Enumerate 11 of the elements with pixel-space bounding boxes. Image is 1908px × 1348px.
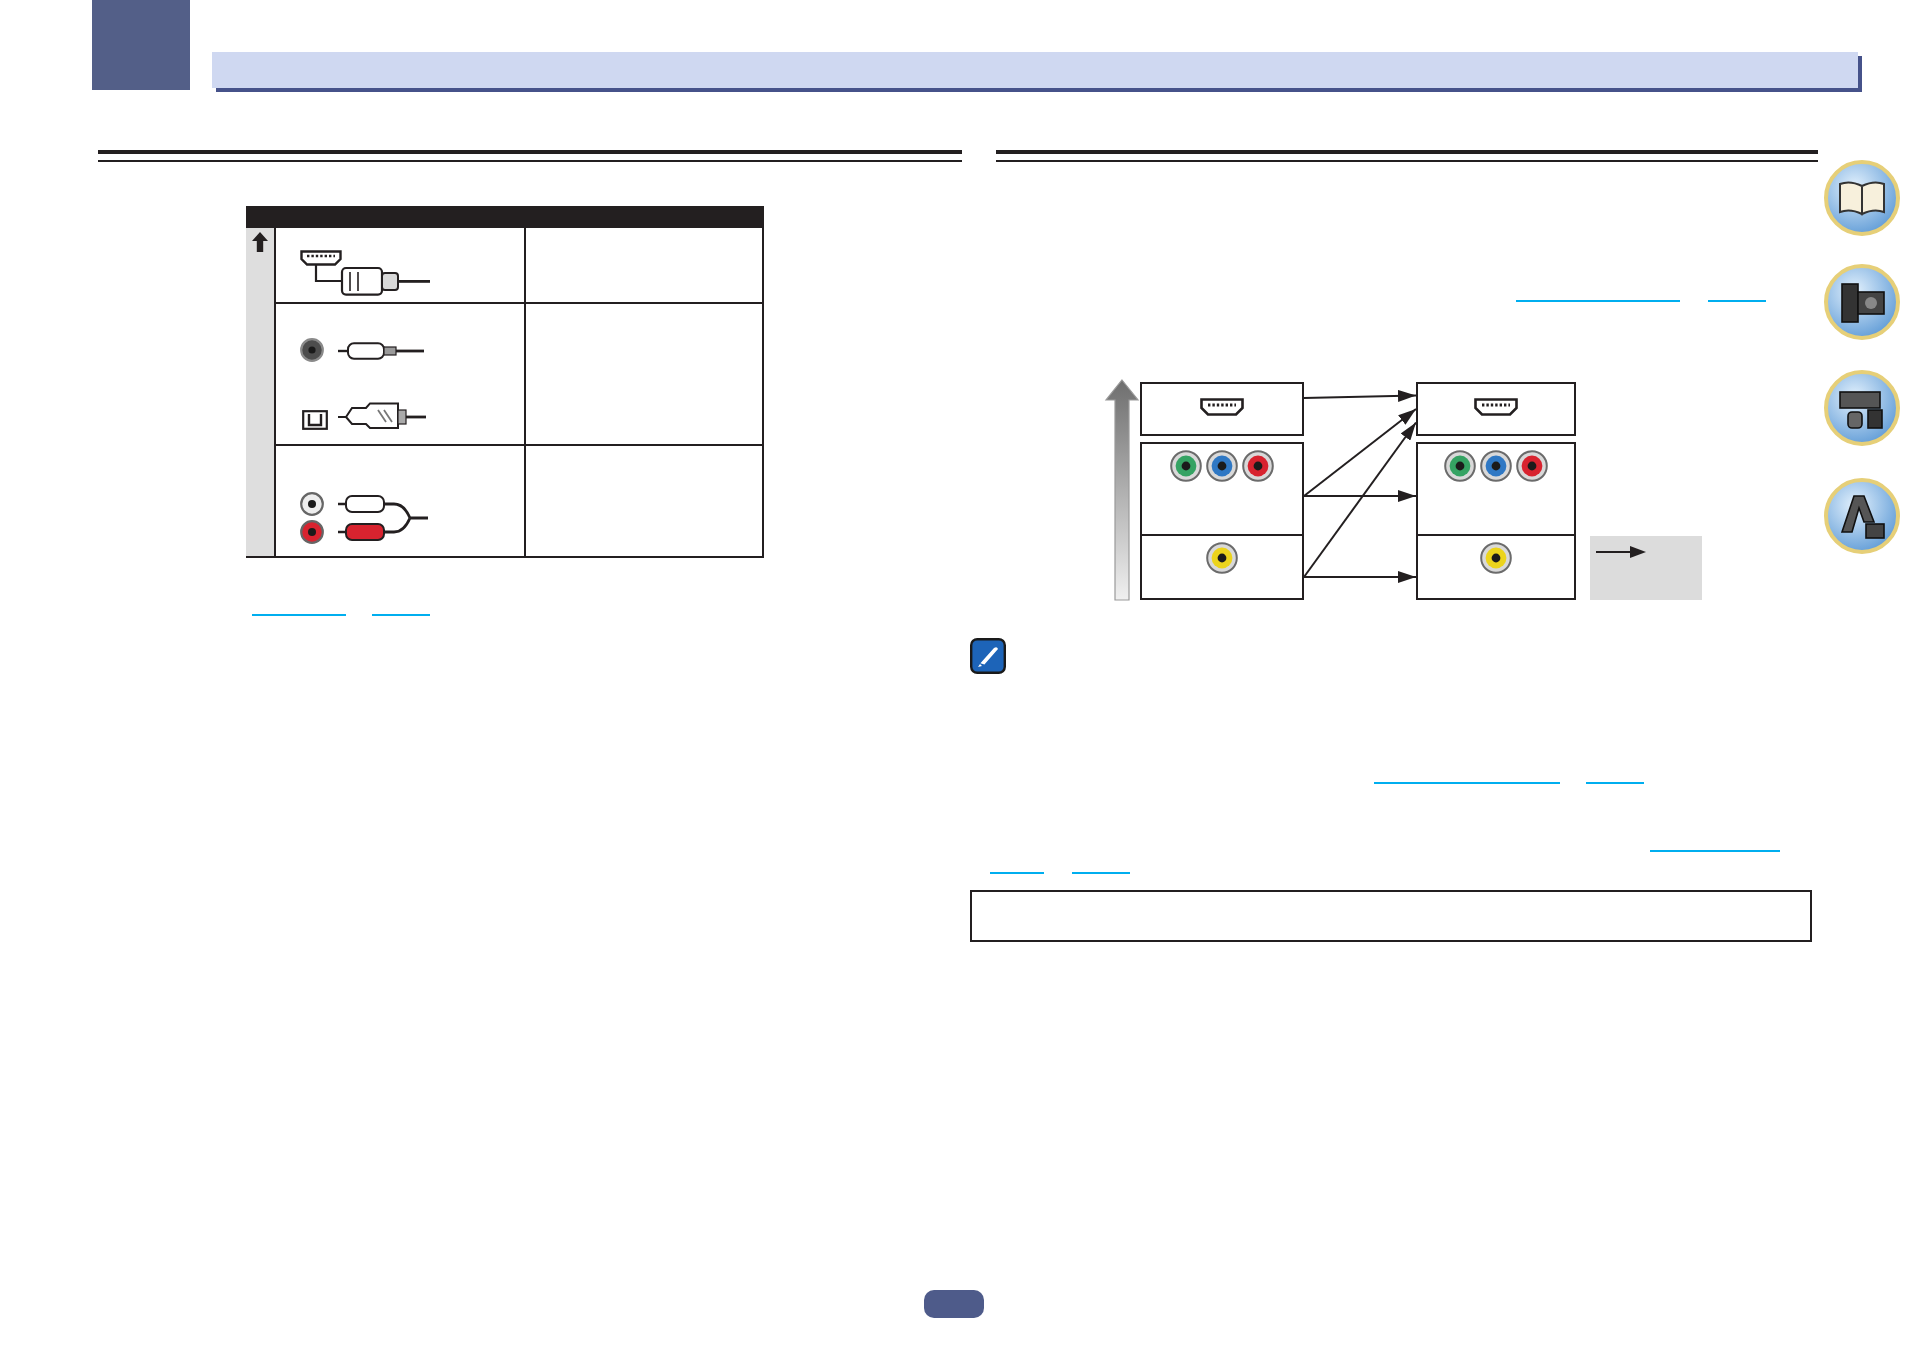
terminal-box xyxy=(1416,533,1576,600)
arrow xyxy=(1303,421,1417,578)
terminal-box xyxy=(1140,533,1304,600)
arrow xyxy=(1303,389,1417,402)
arrow xyxy=(1303,490,1417,502)
terminal-box xyxy=(1416,442,1576,536)
arrow xyxy=(1303,571,1417,583)
terminal-box xyxy=(1416,382,1576,436)
terminal-box xyxy=(1140,382,1304,436)
terminal-box xyxy=(1140,442,1304,536)
arrow xyxy=(1303,408,1417,497)
